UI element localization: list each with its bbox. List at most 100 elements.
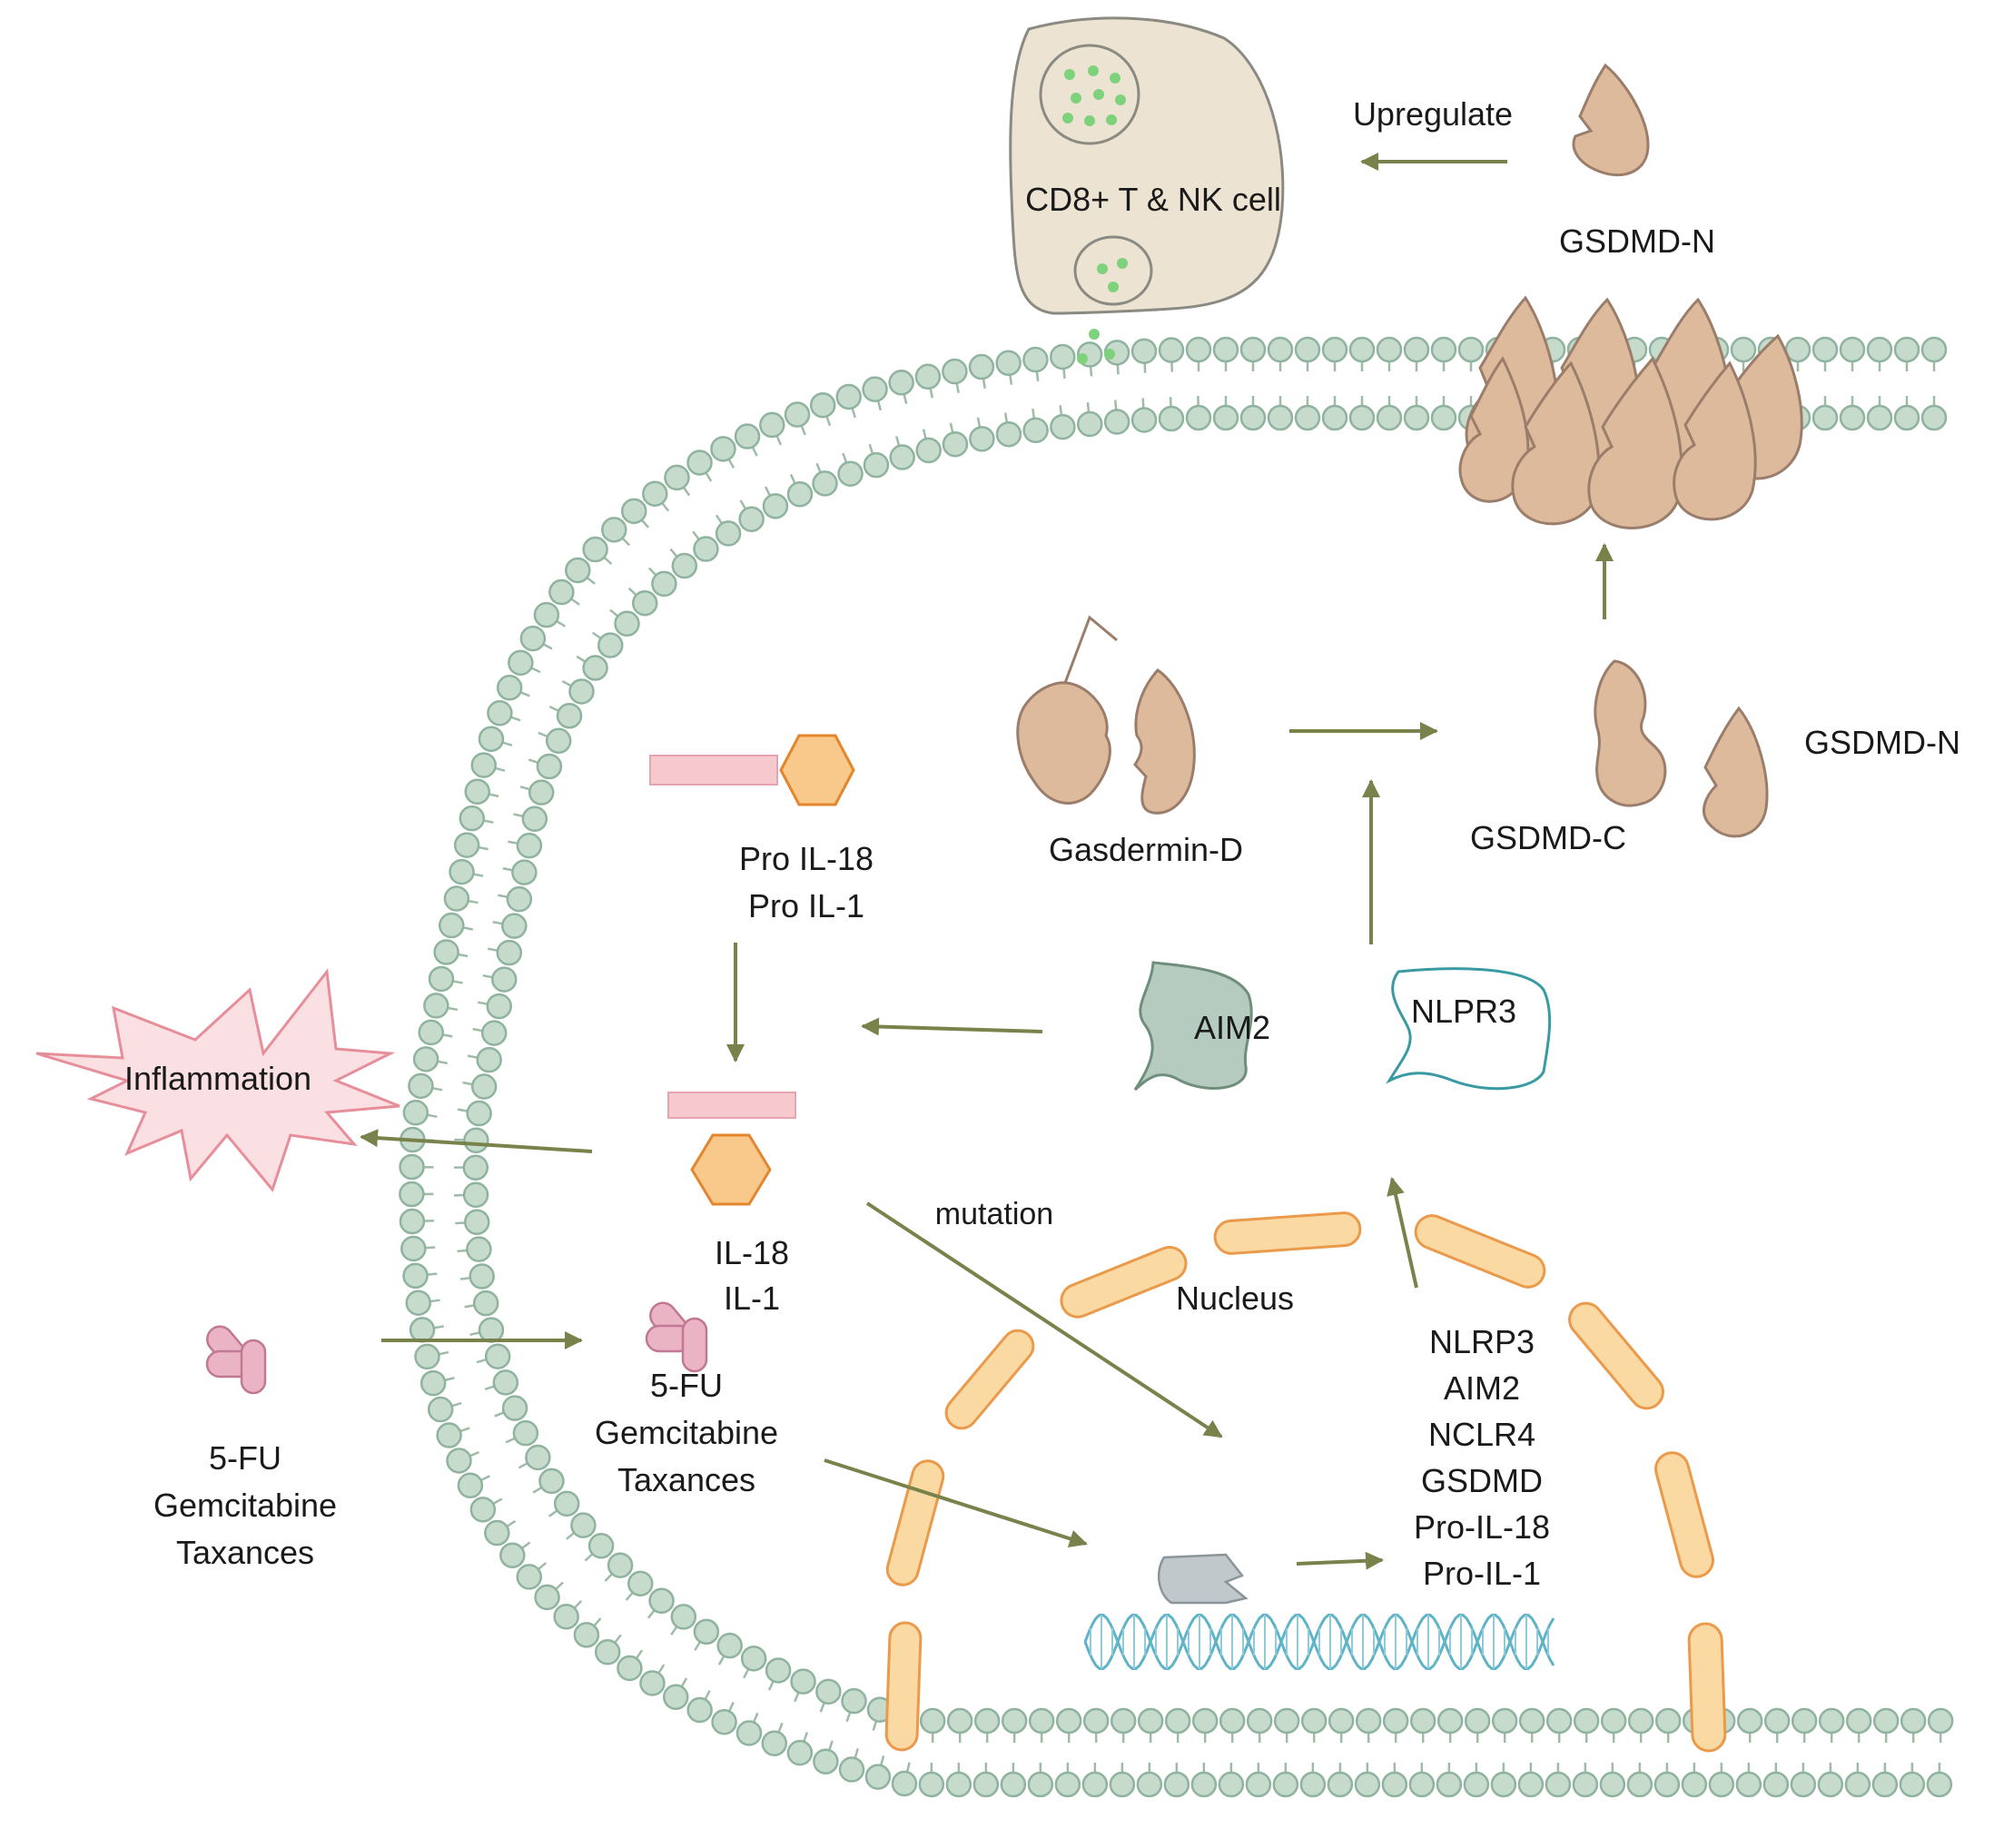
lipid-head [1626, 1771, 1653, 1798]
gene-item: GSDMD [1421, 1462, 1543, 1499]
lipid-head [891, 1770, 918, 1797]
lipid-head [1272, 1771, 1299, 1798]
lipid-head [1708, 1771, 1735, 1798]
lipid-head [534, 1584, 560, 1611]
dna-helix-icon [1083, 1614, 1555, 1670]
lipid-head [1409, 1707, 1436, 1734]
drug-outside-item: 5-FU [209, 1439, 281, 1477]
lipid-head [472, 1290, 499, 1317]
lipid-head [863, 451, 890, 479]
gene-item: NCLR4 [1428, 1416, 1535, 1453]
aim2-label: AIM2 [1194, 1009, 1270, 1046]
lipid-head [1762, 1771, 1790, 1798]
lipid-head [1382, 1707, 1409, 1734]
lipid-head [841, 1687, 867, 1715]
lipid-head [536, 753, 563, 780]
lipid-head [1103, 409, 1130, 435]
nucleus-label: Nucleus [1176, 1280, 1294, 1317]
lipid-head [1927, 1707, 1954, 1734]
lipid-head [1845, 1707, 1872, 1734]
drug-inside-item: 5-FU [650, 1367, 723, 1404]
lipid-head [1545, 1771, 1572, 1798]
lipid-head [478, 1317, 505, 1343]
drug-icon [205, 1325, 267, 1395]
mutation-label: mutation [935, 1197, 1053, 1231]
lipid-head [1299, 1771, 1327, 1798]
lipid-head [761, 1730, 788, 1757]
gsdmd-n-top-label: GSDMD-N [1559, 222, 1715, 260]
lipid-head [1321, 336, 1348, 363]
lipid-head [1920, 336, 1948, 363]
drug-outside-item: Gemcitabine [153, 1487, 337, 1524]
lipid-head [1517, 1771, 1545, 1798]
upregulate-label: Upregulate [1353, 95, 1513, 133]
lipid-head [443, 885, 470, 912]
lipid-head [1321, 404, 1348, 431]
lipid-head [945, 1771, 972, 1798]
lipid-head [664, 464, 690, 491]
lipid-head [582, 536, 608, 563]
drug-outside-item: Taxances [176, 1534, 314, 1571]
lipid-head [1490, 1771, 1517, 1798]
lipid-head [614, 610, 640, 637]
lipid-head [453, 832, 480, 858]
lipid-head [399, 1153, 425, 1181]
lipid-head [582, 655, 608, 681]
lipid-head [734, 423, 761, 450]
lipid-head [1348, 404, 1376, 431]
lipid-head [533, 601, 560, 628]
lipid-head [968, 353, 995, 380]
lipid-head [651, 570, 677, 598]
lipid-head [1839, 404, 1866, 431]
lipid-head [837, 460, 864, 487]
lipid-head [501, 913, 528, 939]
lipid-head [1267, 404, 1294, 431]
lipid-head [469, 1263, 495, 1290]
lipid-head [1109, 1771, 1136, 1798]
lipid-head [462, 1181, 489, 1209]
nlpr3-label: NLPR3 [1411, 993, 1516, 1030]
lipid-head [1028, 1707, 1055, 1734]
lipid-head [538, 1468, 565, 1495]
gasdermin-d-icon [1016, 615, 1196, 815]
lipid-head [436, 1422, 462, 1448]
lipid-head [1408, 1771, 1436, 1798]
lipid-head [1158, 337, 1185, 363]
lipid-head [597, 632, 624, 658]
lipid-head [511, 859, 538, 885]
lipid-head [548, 578, 575, 606]
lipid-head [521, 805, 548, 833]
lipid-head [457, 1472, 484, 1499]
lipid-head [516, 1564, 543, 1590]
lipid-head [710, 436, 736, 462]
lipid-head [470, 752, 497, 778]
lipid-head [1130, 407, 1158, 433]
lipid-head [402, 1262, 429, 1290]
lipid-head [449, 858, 475, 885]
lipid-head [1050, 413, 1076, 440]
lipid-head [480, 1020, 508, 1046]
lipid-head [759, 411, 785, 439]
lipid-head [1136, 1771, 1163, 1798]
lipid-head [525, 1444, 551, 1471]
lipid-head [1491, 1707, 1518, 1734]
lipid-head [1790, 1771, 1817, 1798]
lipid-head [1158, 405, 1185, 432]
lipid-head [972, 1771, 1000, 1798]
lipid-head [942, 430, 969, 458]
lipid-head [711, 1709, 737, 1735]
lipid-head [786, 481, 814, 508]
lipid-head [1893, 336, 1920, 363]
drug-inside-item: Taxances [617, 1461, 755, 1498]
lipid-head [556, 703, 583, 729]
lipid-head [693, 1618, 720, 1645]
lipid-head [888, 370, 914, 396]
lipid-head [1212, 336, 1239, 363]
lipid-head [617, 1655, 643, 1682]
lipid-head [459, 805, 486, 832]
lipid-head [400, 1235, 427, 1262]
lipid-head [1430, 336, 1457, 363]
lipid-head [642, 480, 668, 507]
lipid-head [476, 1046, 502, 1073]
pro-il-1-label: Pro IL-1 [748, 887, 864, 924]
